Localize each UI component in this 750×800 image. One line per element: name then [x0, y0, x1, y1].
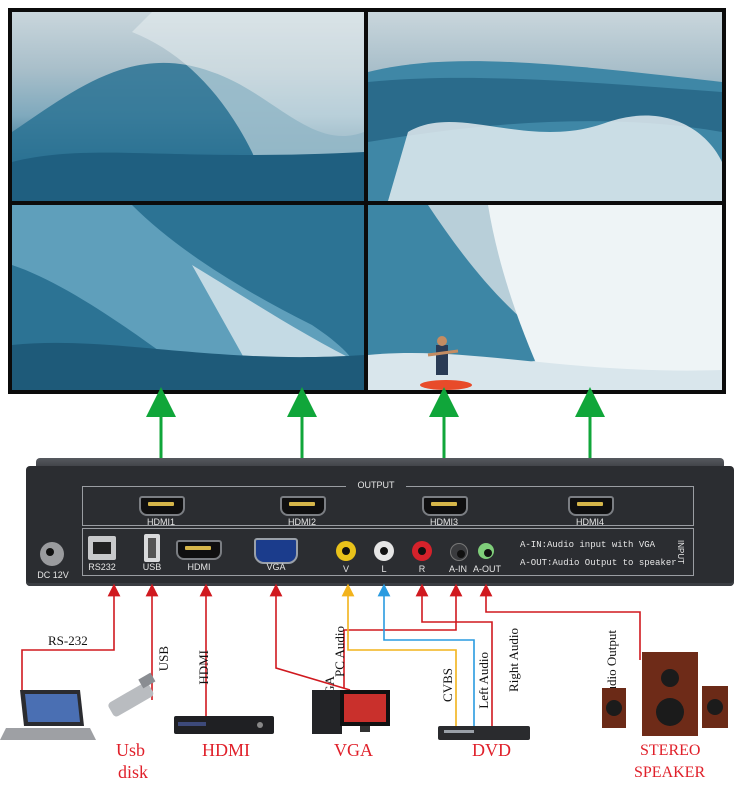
- hdmi3-label: HDMI3: [429, 517, 458, 527]
- wave-image: [12, 12, 364, 201]
- wire-left-audio: [377, 583, 475, 730]
- device-label-dvd: DVD: [472, 740, 511, 760]
- hdmi4-label: HDMI4: [575, 517, 604, 527]
- wire-rs232: [21, 583, 121, 690]
- media-player-icon: [174, 716, 274, 734]
- input-group-frame: [82, 528, 694, 576]
- hdmi3-port[interactable]: [422, 496, 468, 516]
- hdmi1-port[interactable]: [139, 496, 185, 516]
- rs232-port[interactable]: [88, 536, 116, 560]
- aout-note: A-OUT:Audio Output to speaker: [520, 558, 677, 568]
- device-label-usb: Usb: [116, 740, 146, 760]
- wave-image: [368, 205, 722, 390]
- usb-label: USB: [142, 562, 162, 572]
- dc-label: DC 12V: [37, 570, 69, 580]
- usb-port[interactable]: [144, 534, 160, 562]
- wire-vga: [269, 583, 351, 691]
- display-panel-top-right: [368, 12, 722, 201]
- left-audio-rca-jack[interactable]: [374, 541, 394, 561]
- right-audio-rca-jack[interactable]: [412, 541, 432, 561]
- device-label-stereo: STEREO: [640, 742, 701, 759]
- dvd-player-icon: [438, 726, 530, 740]
- computer-icon: [312, 690, 390, 734]
- device-label-speaker: SPEAKER: [634, 764, 706, 781]
- wire-right-audio: [415, 583, 493, 730]
- left-label: L: [381, 564, 387, 574]
- right-label: R: [418, 564, 426, 574]
- hdmi2-label: HDMI2: [287, 517, 316, 527]
- device-label-disk: disk: [118, 762, 149, 782]
- video-wall-controller: OUTPUT HDMI1 HDMI2 HDMI3 HDMI4 INPUT DC …: [26, 466, 734, 586]
- hdmi2-port[interactable]: [280, 496, 326, 516]
- hdmi-input-port[interactable]: [176, 540, 222, 560]
- ain-label: A-IN: [449, 564, 467, 574]
- display-panel-bottom-right: [368, 205, 722, 390]
- ain-note: A-IN:Audio input with VGA: [520, 540, 656, 550]
- hdmi-input-label: HDMI: [187, 562, 211, 572]
- output-header: OUTPUT: [346, 480, 406, 490]
- dc-power-jack[interactable]: [40, 542, 64, 566]
- hdmi1-label: HDMI1: [146, 517, 175, 527]
- aout-label: A-OUT: [473, 564, 501, 574]
- wire-label-rs232: RS-232: [48, 633, 88, 648]
- vga-port[interactable]: [254, 538, 298, 564]
- display-panel-top-left: [12, 12, 364, 201]
- video-label: V: [342, 564, 349, 574]
- wire-pc-audio: [343, 583, 463, 688]
- audio-in-jack[interactable]: [450, 543, 468, 561]
- wire-cvbs: [341, 583, 457, 730]
- rs232-label: RS232: [88, 562, 116, 572]
- vga-label: VGA: [266, 562, 286, 572]
- wave-image: [12, 205, 364, 390]
- usb-disk-icon: [108, 672, 156, 717]
- audio-out-jack[interactable]: [478, 543, 494, 559]
- device-label-hdmi: HDMI: [202, 740, 250, 760]
- wire-audio-output: [479, 583, 641, 660]
- speaker-icon: [602, 652, 728, 736]
- hdmi4-port[interactable]: [568, 496, 614, 516]
- video-rca-jack[interactable]: [336, 541, 356, 561]
- wave-image: [368, 61, 722, 201]
- video-wall: [8, 8, 726, 394]
- display-panel-bottom-left: [12, 205, 364, 390]
- laptop-icon: [0, 690, 96, 740]
- input-header: INPUT: [676, 540, 685, 564]
- device-label-vga: VGA: [334, 740, 373, 760]
